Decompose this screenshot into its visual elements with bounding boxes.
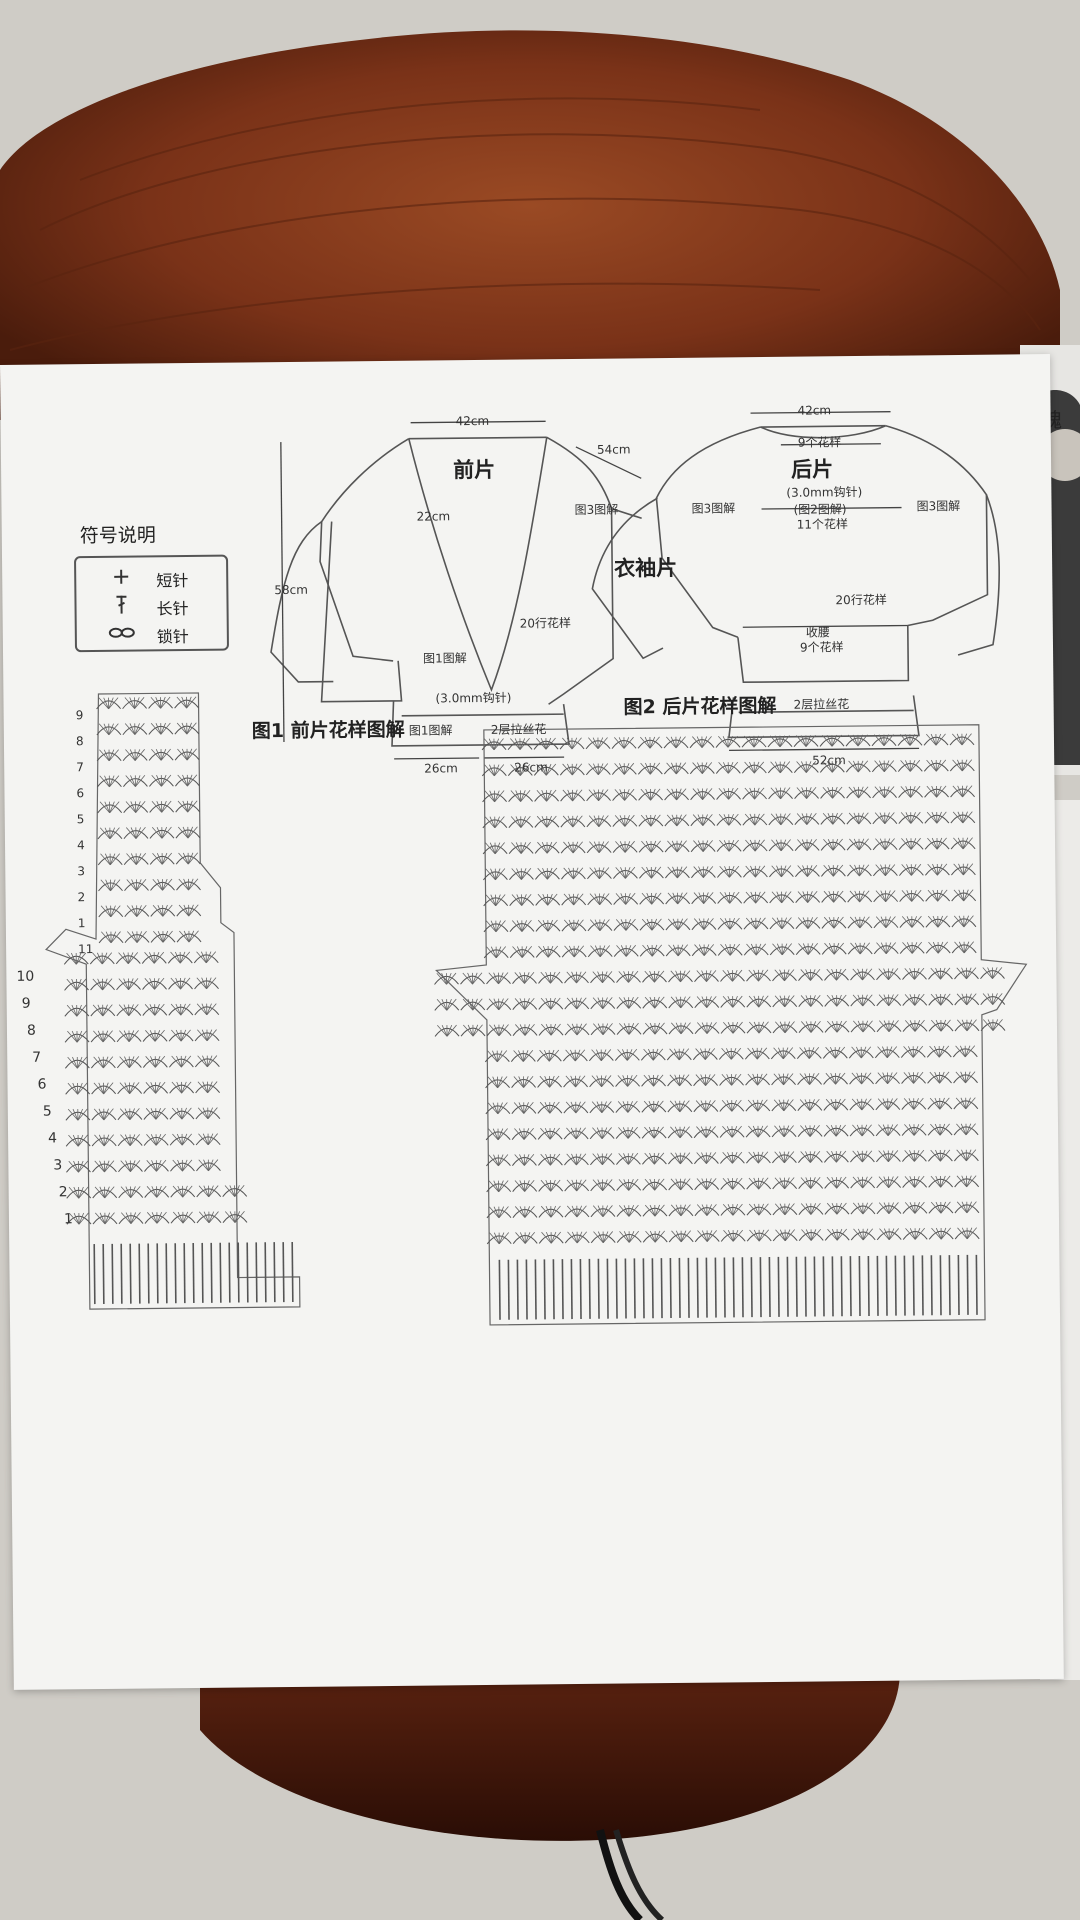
back-sleeve-right: 图3图解 [916, 498, 961, 514]
cable [596, 1829, 643, 1920]
row-number: 10 [16, 968, 35, 985]
back-top-width: 42cm [797, 403, 832, 418]
row-number: 5 [42, 1103, 52, 1120]
pattern-sheet: 符号说明 短针 长针 锁针 42cm 前片 54cm 58cm 22cm 图3图… [0, 354, 1064, 1690]
stool-base [200, 1670, 900, 1841]
legend-box: 短针 长针 锁针 [74, 554, 230, 653]
row-number: 9 [75, 708, 84, 723]
back-waist-label: 收腰 [805, 625, 830, 640]
row-number: 3 [77, 864, 86, 879]
row-number: 6 [37, 1076, 47, 1093]
row-number: 8 [26, 1022, 36, 1039]
front-bottom-left: 26cm [424, 761, 458, 776]
row-number: 11 [78, 942, 94, 957]
fig1-outline [45, 692, 301, 1310]
row-number: 5 [76, 812, 85, 827]
legend-label-sc: 短针 [156, 571, 189, 591]
sleeve-title: 衣袖片 [614, 555, 678, 581]
fig1-caption: 图1 前片花样图解 [251, 718, 405, 743]
sleeve-length: 54cm [596, 442, 631, 457]
wood-grain [9, 97, 1041, 351]
back-schematic [591, 424, 1000, 739]
legend-label-ch: 锁针 [156, 627, 189, 647]
pattern-drawing [45, 411, 1028, 1326]
tall-stitch-icon [116, 595, 127, 614]
back-sleeve-left: 图3图解 [691, 501, 736, 516]
legend-title: 符号说明 [79, 524, 156, 548]
front-hook: (3.0mm钩针) [435, 690, 512, 706]
row-number: 4 [48, 1130, 58, 1147]
back-waist-repeats: 9个花样 [799, 640, 844, 655]
row-number: 8 [75, 734, 84, 749]
back-title: 后片 [791, 457, 834, 482]
front-neck-depth: 22cm [416, 509, 451, 524]
back-hook: (3.0mm钩针) [786, 484, 863, 500]
back-rows: 20行花样 [835, 592, 887, 608]
row-number: 7 [32, 1049, 42, 1066]
row-number: 4 [76, 838, 85, 853]
legend-row-sc: 短针 [76, 563, 226, 591]
legend-row-dc: 长针 [76, 591, 226, 619]
row-number: 3 [53, 1157, 63, 1174]
back-pattern-ref: (图2图解) [793, 502, 847, 517]
row-number: 9 [21, 995, 31, 1012]
front-schematic [270, 436, 642, 747]
back-hem: 2层拉丝花 [793, 697, 850, 712]
row-number: 2 [58, 1184, 68, 1201]
row-number: 6 [76, 786, 85, 801]
front-sleeve-ref: 图3图解 [574, 502, 619, 517]
chain-stitch-icon [108, 627, 135, 638]
legend-label-dc: 长针 [156, 599, 189, 619]
legend-row-ch: 锁针 [77, 619, 227, 647]
front-hem-right: 2层拉丝花 [490, 722, 547, 737]
row-number: 1 [77, 916, 86, 931]
front-rows: 20行花样 [519, 616, 572, 631]
fig2-caption: 图2 后片花样图解 [623, 694, 777, 719]
back-top-repeats: 9个花样 [797, 435, 842, 450]
back-mid-repeats: 11个花样 [796, 517, 849, 532]
front-bottom-right: 26cm [514, 760, 548, 775]
front-pattern-ref: 图1图解 [423, 651, 467, 666]
front-hem-left: 图1图解 [408, 723, 453, 738]
dimension-lines [280, 411, 920, 760]
front-title: 前片 [453, 457, 496, 483]
row-number: 1 [63, 1211, 73, 1228]
plus-stitch-icon [114, 569, 129, 584]
front-height: 58cm [274, 582, 309, 598]
fig2-outline [435, 724, 1028, 1326]
fig1-stitch-chart [63, 696, 294, 1305]
fig2-stitch-chart [434, 733, 1006, 1320]
row-number: 2 [77, 890, 86, 905]
back-bottom-width: 52cm [812, 753, 846, 768]
front-top-width: 42cm [455, 413, 490, 429]
row-number: 7 [76, 760, 84, 775]
